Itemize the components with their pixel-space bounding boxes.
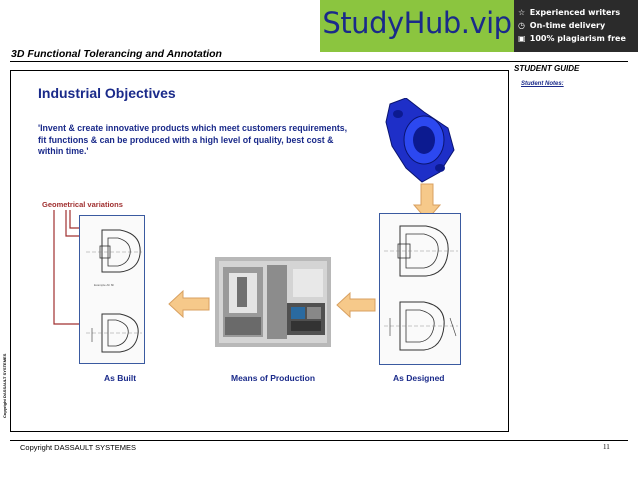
star-icon: ☆ xyxy=(518,8,526,17)
left-arrow-to-built xyxy=(168,289,210,319)
svg-text:Example Ah 6h: Example Ah 6h xyxy=(94,283,115,287)
as-built-drawing: Example Ah 6h xyxy=(79,215,145,364)
left-arrow-to-production xyxy=(336,291,376,319)
feature-item: ▣ 100% plagiarism free xyxy=(518,34,626,43)
cnc-machine-image xyxy=(215,257,331,347)
vertical-copyright: Copyright DASSAULT SYSTEMES xyxy=(2,353,7,418)
down-arrow-to-designed xyxy=(413,183,441,221)
footer-divider xyxy=(10,440,628,441)
feature-item: ☆ Experienced writers xyxy=(518,8,620,17)
student-guide-label: STUDENT GUIDE xyxy=(514,64,580,73)
feature-panel xyxy=(514,0,638,52)
slide-frame xyxy=(10,70,509,432)
designed-part-3d-model xyxy=(384,98,456,184)
feature-text: Experienced writers xyxy=(529,8,621,17)
slide-title: Industrial Objectives xyxy=(38,85,176,101)
header-divider xyxy=(10,61,628,62)
student-notes-label: Student Notes: xyxy=(521,81,564,87)
brand-logo[interactable]: StudyHub.vip xyxy=(322,6,512,40)
page-number: 11 xyxy=(603,443,610,451)
clock-icon: ◷ xyxy=(518,21,525,30)
as-designed-sketch xyxy=(384,225,458,351)
feature-text: 100% plagiarism free xyxy=(529,34,626,43)
course-title: 3D Functional Tolerancing and Annotation xyxy=(11,48,222,60)
blue-3d-part xyxy=(385,98,455,183)
document-icon: ▣ xyxy=(518,34,526,43)
machine-tool-photo xyxy=(215,257,331,347)
means-of-production-caption: Means of Production xyxy=(231,373,316,383)
brand-banner[interactable] xyxy=(320,0,514,52)
as-built-sketch: Example Ah 6h xyxy=(86,229,142,353)
as-designed-caption: As Designed xyxy=(393,373,445,383)
geometrical-variations-label: Geometrical variations xyxy=(42,200,123,209)
feature-text: On-time delivery xyxy=(529,21,606,30)
footer-copyright: Copyright DASSAULT SYSTEMES xyxy=(20,443,137,452)
as-designed-drawing xyxy=(379,213,461,365)
as-built-caption: As Built xyxy=(104,373,137,383)
feature-item: ◷ On-time delivery xyxy=(518,21,605,30)
objective-quote: 'Invent & create innovative products whi… xyxy=(38,123,348,156)
